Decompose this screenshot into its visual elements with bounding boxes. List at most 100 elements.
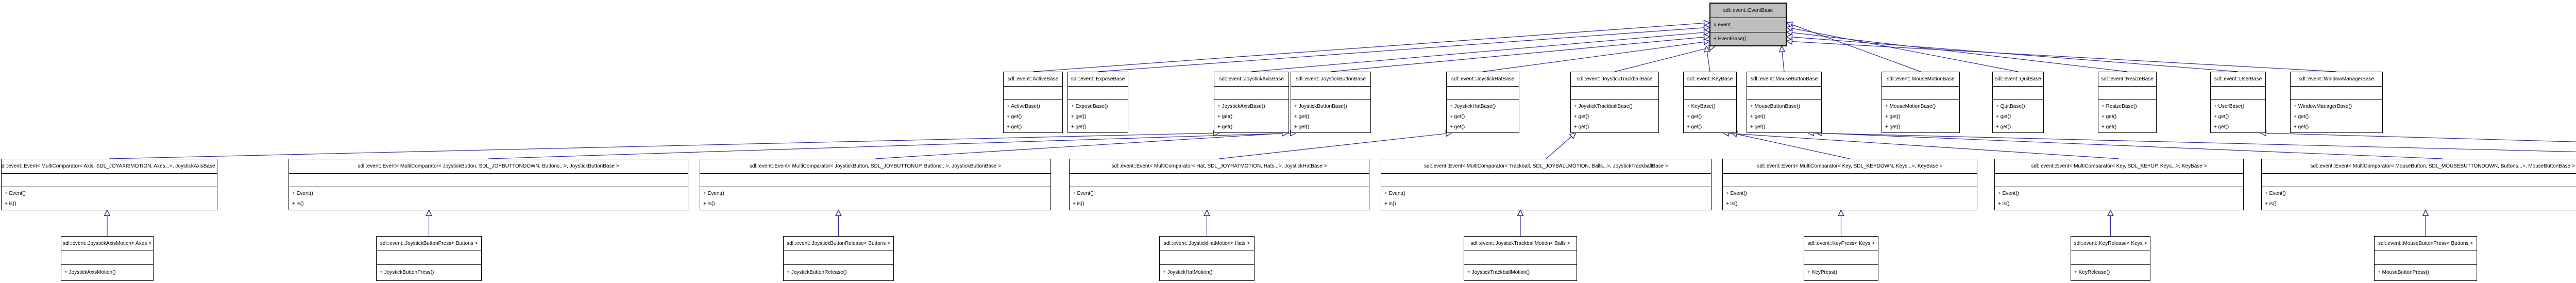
class-title: sdl::event::JoystickAxisMotion< Axes > [61, 237, 153, 251]
class-attributes [700, 174, 1050, 187]
method-label: + get() [1007, 124, 1022, 130]
class-node-event-base[interactable]: sdl::event::EventBase # event_ + EventBa… [1709, 3, 1787, 46]
method-label: + Event() [1998, 191, 2019, 196]
method-label: + is() [1073, 201, 1084, 207]
class-title: sdl::event::Event< MultiComparator< Trac… [1381, 159, 1711, 174]
method-label: + get() [1750, 124, 1766, 130]
class-methods: + UserBase()+ get()+ get() [2211, 100, 2265, 132]
class-attributes [1160, 251, 1254, 265]
class-attributes: # event_ [1710, 18, 1786, 32]
inheritance-edge-key-base-to-event-base [1706, 46, 1710, 72]
class-node-joystick-trackball-base[interactable]: sdl::event::JoystickTrackballBase + Joys… [1570, 72, 1659, 133]
class-node-joystick-hat-motion[interactable]: sdl::event::JoystickHatMotion< Hats > + … [1159, 236, 1255, 281]
class-node-joystick-button-release[interactable]: sdl::event::JoystickButtonRelease< Butto… [783, 236, 894, 281]
class-methods: + KeyRelease() [2071, 265, 2150, 280]
inheritance-edge-event-joyballmotion-to-joystick-trackball-base [1546, 133, 1575, 159]
class-title: sdl::event::Event< MultiComparator< Hat,… [1070, 159, 1369, 174]
class-node-mouse-button-press[interactable]: sdl::event::MouseButtonPress< Buttons > … [2374, 236, 2477, 281]
class-node-joystick-axis-base[interactable]: sdl::event::JoystickAxisBase + JoystickA… [1214, 72, 1289, 133]
inheritance-edge-event-joyhatmotion-to-joystick-hat-base [1219, 133, 1452, 159]
class-node-joystick-button-base[interactable]: sdl::event::JoystickButtonBase + Joystic… [1291, 72, 1371, 133]
class-node-key-press[interactable]: sdl::event::KeyPress< Keys > + KeyPress(… [1804, 236, 1878, 281]
inheritance-edge-active-base-to-event-base [1032, 23, 1709, 72]
class-node-event-mousebuttondown[interactable]: sdl::event::Event< MultiComparator< Mous… [2261, 159, 2576, 210]
method-label: + JoystickAxisMotion() [64, 270, 116, 275]
class-title: sdl::event::Event< MultiComparator< Key,… [1995, 159, 2243, 174]
class-node-user-base[interactable]: sdl::event::UserBase + UserBase()+ get()… [2210, 72, 2266, 133]
class-title: sdl::event::JoystickButtonRelease< Butto… [784, 237, 893, 251]
class-title: sdl::event::KeyRelease< Keys > [2071, 237, 2150, 251]
method-label: + Event() [703, 191, 724, 196]
method-label: + get() [1007, 114, 1022, 120]
class-node-expose-base[interactable]: sdl::event::ExposeBase + ExposeBase()+ g… [1067, 72, 1128, 133]
class-node-mouse-motion-base[interactable]: sdl::event::MouseMotionBase + MouseMotio… [1882, 72, 1960, 133]
class-attributes [1723, 174, 1977, 187]
class-methods: + JoystickAxisMotion() [61, 265, 153, 280]
method-label: + JoystickButtonBase() [1294, 104, 1347, 109]
method-label: + get() [1071, 124, 1087, 130]
method-label: + is() [703, 201, 715, 207]
class-node-event-joybuttondown[interactable]: sdl::event::Event< MultiComparator< Joys… [289, 159, 688, 210]
class-methods: + JoystickHatBase()+ get()+ get() [1447, 100, 1519, 132]
class-attributes [1068, 87, 1128, 100]
class-node-event-keyup[interactable]: sdl::event::Event< MultiComparator< Key,… [1994, 159, 2244, 210]
class-node-resize-base[interactable]: sdl::event::ResizeBase + ResizeBase()+ g… [2098, 72, 2157, 133]
class-methods: + ActiveBase()+ get()+ get() [1004, 100, 1062, 132]
method-label: + get() [1885, 114, 1901, 120]
class-methods: + Event() + is() [1070, 187, 1369, 210]
method-label: + get() [2102, 124, 2117, 130]
class-title: sdl::event::MouseButtonBase [1747, 72, 1821, 87]
class-node-event-joybuttonup[interactable]: sdl::event::Event< MultiComparator< Joys… [700, 159, 1051, 210]
method-label: + get() [1217, 124, 1233, 130]
method-label: + get() [1687, 114, 1702, 120]
method-label: + KeyBase() [1687, 104, 1716, 109]
class-attributes [1571, 87, 1658, 100]
inheritance-edge-mouse-motion-base-to-event-base [1787, 23, 1921, 72]
class-title: sdl::event::MouseMotionBase [1882, 72, 1959, 87]
method-label: + get() [2214, 124, 2229, 130]
class-node-joystick-hat-base[interactable]: sdl::event::JoystickHatBase + JoystickHa… [1446, 72, 1519, 133]
class-node-event-joyaxismotion[interactable]: sdl::event::Event< MultiComparator< Axis… [1, 159, 217, 210]
class-node-active-base[interactable]: sdl::event::ActiveBase + ActiveBase()+ g… [1003, 72, 1063, 133]
class-node-quit-base[interactable]: sdl::event::QuitBase + QuitBase()+ get()… [1992, 72, 2044, 133]
class-attributes [1684, 87, 1736, 100]
inheritance-edge-event-keydown-to-key-base [1732, 133, 1850, 159]
class-attributes [784, 251, 893, 265]
inheritance-edge-mouse-button-base-to-event-base [1782, 46, 1784, 72]
attribute-label: # event_ [1714, 22, 1734, 28]
method-label: + get() [1294, 114, 1310, 120]
method-label: + ResizeBase() [2102, 104, 2137, 109]
inheritance-edge-event-userevent-to-user-base [2261, 133, 2576, 142]
class-node-event-keydown[interactable]: sdl::event::Event< MultiComparator< Key,… [1722, 159, 1977, 210]
method-label: + Event() [1073, 191, 1094, 196]
class-node-key-base[interactable]: sdl::event::KeyBase + KeyBase()+ get()+ … [1683, 72, 1737, 133]
method-label: + is() [1726, 201, 1738, 207]
method-label: + UserBase() [2214, 104, 2245, 109]
class-attributes [377, 251, 481, 265]
class-methods: + Event()+ is() [1381, 187, 1711, 210]
class-methods: + MouseMotionBase()+ get()+ get() [1882, 100, 1959, 132]
method-label: + get() [1071, 114, 1087, 120]
method-label: + is() [2265, 201, 2277, 207]
method-label: + JoystickHatMotion() [1163, 270, 1213, 275]
class-node-window-manager-base[interactable]: sdl::event::WindowManagerBase + WindowMa… [2290, 72, 2383, 133]
class-attributes [1381, 174, 1711, 187]
class-title: sdl::event::Event< MultiComparator< Key,… [1723, 159, 1977, 174]
class-node-joystick-trackball-motion[interactable]: sdl::event::JoystickTrackballMotion< Bal… [1464, 236, 1577, 281]
class-attributes [1747, 87, 1821, 100]
class-attributes [2211, 87, 2265, 100]
method-label: + KeyRelease() [2074, 270, 2110, 275]
class-title: sdl::event::ActiveBase [1004, 72, 1062, 87]
class-node-joystick-button-press[interactable]: sdl::event::JoystickButtonPress< Buttons… [376, 236, 482, 281]
inheritance-edge-quit-base-to-event-base [1787, 27, 2019, 72]
class-node-event-joyballmotion[interactable]: sdl::event::Event< MultiComparator< Trac… [1381, 159, 1711, 210]
class-attributes [1993, 87, 2043, 100]
class-title: sdl::event::JoystickButtonBase [1291, 72, 1370, 87]
class-node-key-release[interactable]: sdl::event::KeyRelease< Keys > + KeyRele… [2071, 236, 2150, 281]
class-methods: + JoystickButtonPress() [377, 265, 481, 280]
class-node-event-joyhatmotion[interactable]: sdl::event::Event< MultiComparator< Hat,… [1069, 159, 1369, 210]
class-attributes [1804, 251, 1878, 265]
class-node-mouse-button-base[interactable]: sdl::event::MouseButtonBase + MouseButto… [1747, 72, 1822, 133]
inheritance-edge-joystick-axis-base-to-event-base [1251, 32, 1709, 72]
class-node-joystick-axis-motion[interactable]: sdl::event::JoystickAxisMotion< Axes > +… [61, 236, 154, 281]
